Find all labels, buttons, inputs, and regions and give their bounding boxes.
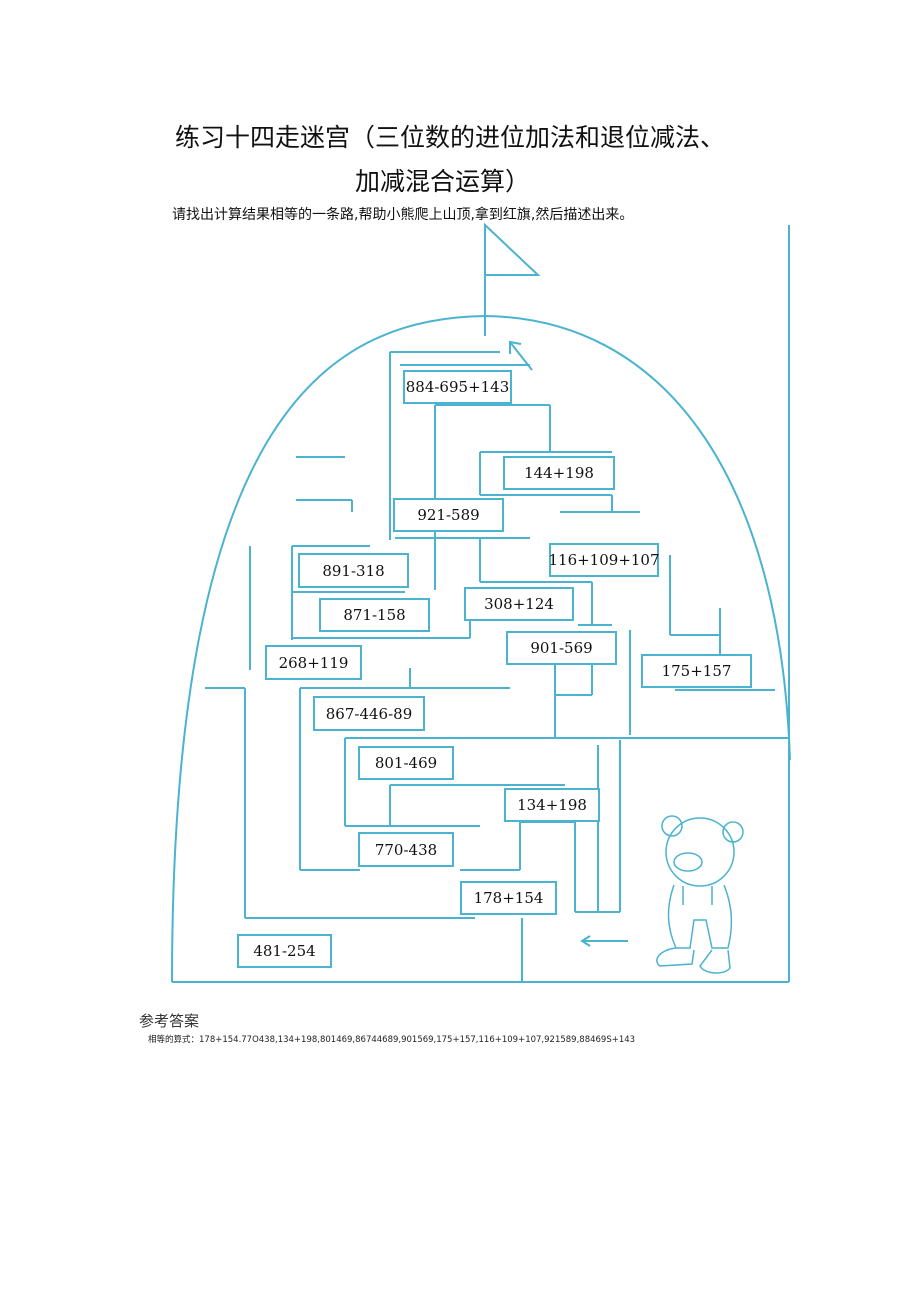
title-line-2: 加减混合运算） xyxy=(355,167,531,196)
maze-box: 116+109+107 xyxy=(548,543,660,577)
title-line-1: 练习十四走迷宫（三位数的进位加法和退位减法、 xyxy=(175,123,726,152)
maze-box: 901-569 xyxy=(506,631,617,665)
maze-box: 175+157 xyxy=(641,654,752,688)
maze-box: 770-438 xyxy=(358,832,454,867)
maze-box: 481-254 xyxy=(237,934,332,968)
maze-box: 871-158 xyxy=(319,598,430,632)
maze-lines xyxy=(171,222,791,983)
maze-box: 801-469 xyxy=(358,746,454,780)
maze-box: 884-695+143 xyxy=(403,370,512,404)
hill-outline xyxy=(171,314,791,983)
maze-box: 308+124 xyxy=(464,587,574,621)
maze-box: 178+154 xyxy=(460,881,557,915)
maze-diagram: 884-695+143 144+198 921-589 116+109+107 … xyxy=(165,220,795,990)
maze-box: 921-589 xyxy=(393,498,504,532)
answer-heading: 参考答案 xyxy=(139,1012,200,1030)
flag-icon xyxy=(484,222,541,276)
maze-box: 891-318 xyxy=(298,553,409,588)
bear-icon xyxy=(656,815,744,974)
maze-box: 867-446-89 xyxy=(313,696,425,731)
maze-box: 144+198 xyxy=(503,456,615,490)
answer-text: 相等的算式：178+154.77O438,134+198,801469,8674… xyxy=(148,1035,636,1045)
instruction-text: 请找出计算结果相等的一条路,帮助小熊爬上山顶,拿到红旗,然后描述出来。 xyxy=(172,207,634,223)
maze-box: 134+198 xyxy=(504,788,600,822)
maze-box: 268+119 xyxy=(265,645,362,680)
